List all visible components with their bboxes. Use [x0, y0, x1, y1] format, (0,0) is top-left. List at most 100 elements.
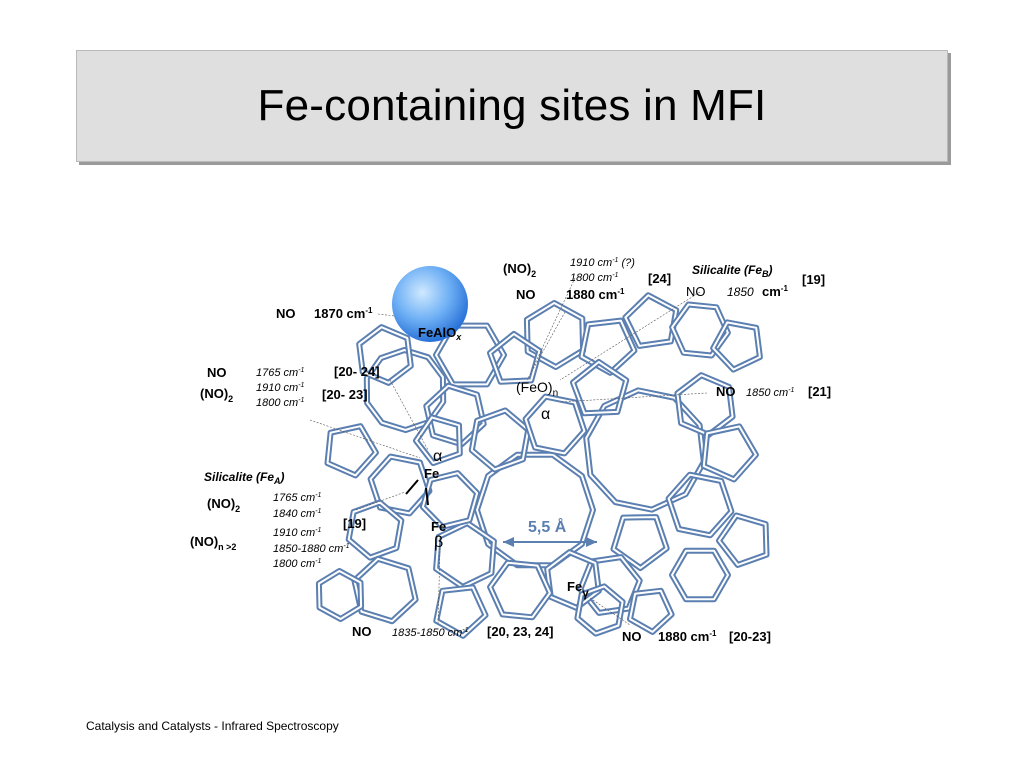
ref-20-23-b: [20-23]: [729, 629, 771, 644]
framework-ring-5: [622, 292, 680, 349]
svg-text:1910 cm-1: 1910 cm-1: [273, 527, 322, 539]
ref-21: [21]: [808, 384, 831, 399]
silicalite-b: Silicalite (Fe: [692, 263, 762, 277]
framework-ring-inner-12: [524, 395, 586, 455]
svg-text:1910 cm-1: 1910 cm-1: [256, 382, 305, 394]
framework-ring-inner-18: [671, 549, 729, 601]
svg-text:1840 cm-1: 1840 cm-1: [273, 508, 322, 520]
gamma-label: γ: [582, 586, 589, 600]
framework-ring-inner-29: [317, 570, 363, 620]
pore-size-label: 5,5 Å: [528, 517, 567, 536]
no-top-val: 1880 cm: [566, 287, 617, 302]
framework-ring-inner-13: [572, 361, 628, 415]
svg-text:(NO)2: (NO)2: [200, 386, 233, 404]
svg-text:1850 cm-1: 1850 cm-1: [746, 387, 795, 399]
svg-text:(NO)2: (NO)2: [503, 261, 536, 279]
svg-text:(NO)n >2: (NO)n >2: [190, 534, 236, 552]
framework-ring-inner-33: [358, 326, 412, 384]
svg-text:1910 cm-1 (?): 1910 cm-1 (?): [570, 257, 635, 269]
no-beta: NO: [352, 624, 372, 639]
svg-text:(NO)2: (NO)2: [207, 496, 240, 514]
framework-ring-18: [669, 547, 731, 603]
fe-alpha-label: Fe: [424, 466, 439, 481]
fe-gamma-label: Fe: [567, 579, 582, 594]
framework-ring-inner-26: [347, 501, 403, 559]
svg-text:1765 cm-1: 1765 cm-1: [273, 492, 322, 504]
no-feal-val: 1870 cm: [314, 306, 365, 321]
svg-text:1835-1850 cm-1: 1835-1850 cm-1: [392, 627, 469, 639]
title-box: Fe-containing sites in MFI: [76, 50, 948, 162]
feo-sub: n: [553, 388, 559, 399]
svg-text:cm-1: cm-1: [762, 284, 788, 299]
framework-ring-21: [627, 587, 675, 635]
fe-bond-lines: [405, 479, 429, 506]
pore-size-arrow: 5,5 Å: [503, 517, 597, 547]
svg-text:1870 cm-1: 1870 cm-1: [314, 306, 373, 321]
framework-ring-inner-16: [667, 473, 733, 537]
framework-ring-inner-2: [365, 349, 445, 431]
alpha-label-1: α: [541, 406, 550, 423]
no-gamma-val: 1880 cm: [658, 629, 709, 644]
framework-ring-inner-31: [435, 586, 487, 637]
framework-ring-inner-5: [624, 294, 678, 347]
footer-text: Catalysis and Catalysts - Infrared Spect…: [86, 719, 339, 733]
svg-text:1800 cm-1: 1800 cm-1: [570, 272, 619, 284]
leader-lines: [309, 277, 708, 626]
no-b-val: 1850: [727, 285, 754, 299]
ref-24: [24]: [648, 271, 671, 286]
framework-ring-inner-6: [671, 303, 729, 357]
framework-ring-28: [324, 423, 379, 479]
framework-ring-inner-7: [712, 321, 761, 371]
framework-ring-inner-34: [415, 416, 461, 464]
no-gamma: NO: [622, 629, 642, 644]
svg-text:Silicalite (FeB): Silicalite (FeB): [692, 263, 773, 279]
framework-ring-inner-8: [435, 324, 505, 386]
svg-text:Silicalite (FeA): Silicalite (FeA): [204, 470, 285, 486]
fealox-sphere: FeAlOx: [392, 266, 468, 342]
no-top: NO: [516, 287, 536, 302]
svg-text:(FeO)n: (FeO)n: [516, 379, 558, 399]
framework-ring-15: [700, 423, 759, 483]
framework-ring-inner-3: [525, 302, 585, 368]
no-right: NO: [716, 384, 736, 399]
svg-text:1800 cm-1: 1800 cm-1: [273, 558, 322, 570]
framework-ring-inner-28: [326, 425, 377, 477]
no2-sa-main: (NO): [207, 496, 235, 511]
mfi-framework: [315, 292, 770, 639]
ref-19-bottom: [19]: [343, 516, 366, 531]
framework-ring-inner-9: [489, 333, 541, 383]
no-feal: NO: [276, 306, 296, 321]
svg-text:Feγ: Feγ: [567, 579, 589, 600]
ref-20-23-24: [20, 23, 24]: [487, 624, 554, 639]
fe-beta-label: Fe: [431, 519, 446, 534]
alpha-label-2: α: [433, 448, 442, 465]
svg-text:1880 cm-1: 1880 cm-1: [566, 287, 625, 302]
ref-19-top: [19]: [802, 272, 825, 287]
no2-top-sub: 2: [531, 269, 536, 279]
framework-ring-inner-0: [585, 389, 705, 511]
svg-text:1765 cm-1: 1765 cm-1: [256, 367, 305, 379]
no2-top-main: (NO): [503, 261, 531, 276]
svg-text:1850-1880 cm-1: 1850-1880 cm-1: [273, 543, 350, 555]
no2-a-main: (NO): [200, 386, 228, 401]
ref-20-24: [20- 24]: [334, 364, 380, 379]
non-main: (NO): [190, 534, 218, 549]
beta-label: β: [434, 534, 443, 551]
svg-text:FeAlOx: FeAlOx: [418, 325, 462, 342]
fealox-label: FeAlO: [418, 325, 456, 340]
framework-ring-inner-23: [489, 561, 551, 619]
fealox-sub: x: [455, 332, 462, 342]
no-a: NO: [207, 365, 227, 380]
framework-ring-inner-25: [369, 455, 431, 515]
framework-ring-inner-32: [576, 585, 624, 635]
svg-text:1800 cm-1: 1800 cm-1: [256, 397, 305, 409]
silicalite-a: Silicalite (Fe: [204, 470, 274, 484]
page-title: Fe-containing sites in MFI: [257, 81, 767, 130]
ref-20-23: [20- 23]: [322, 387, 368, 402]
framework-ring-inner-19: [612, 516, 668, 569]
framework-ring-inner-15: [702, 425, 757, 481]
no-b: NO: [686, 284, 706, 299]
framework-ring-inner-21: [629, 589, 673, 633]
feo-label: (FeO): [516, 379, 553, 395]
